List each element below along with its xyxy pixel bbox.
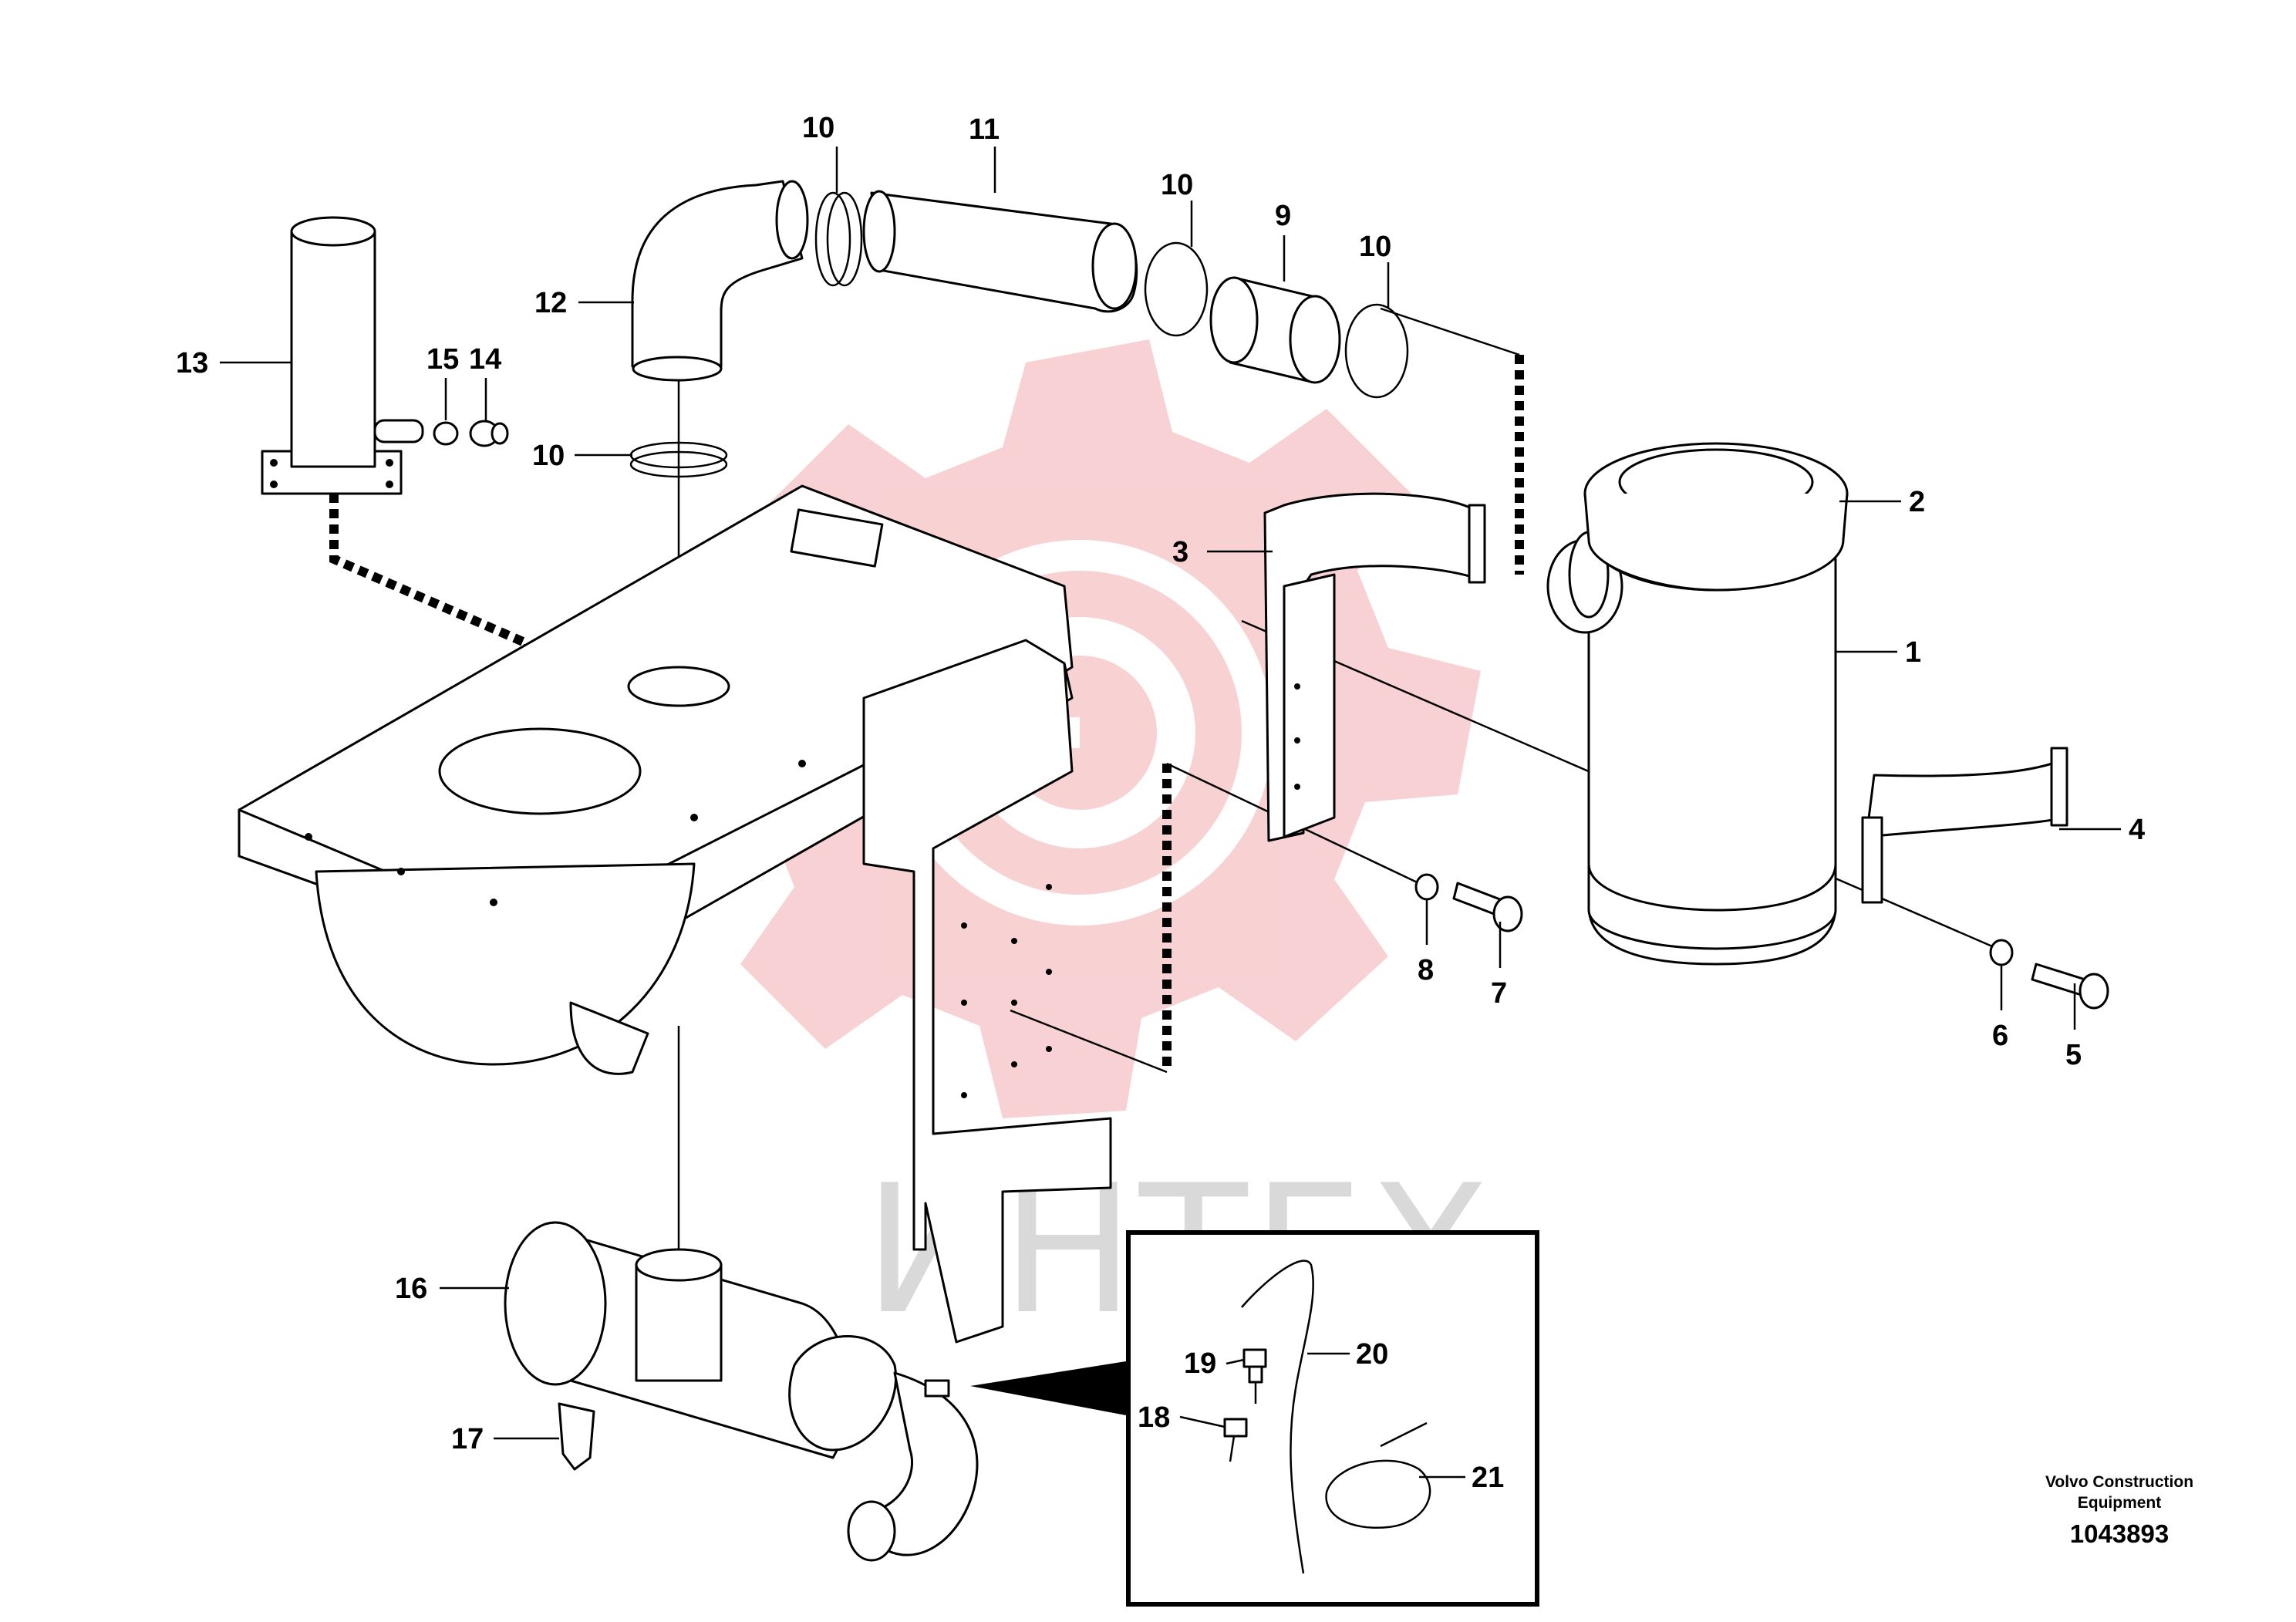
callout-11: 11 bbox=[969, 113, 1000, 146]
detail-inset bbox=[970, 1230, 1539, 1607]
callout-17: 17 bbox=[451, 1423, 484, 1455]
air-cleaner-cover-part-2 bbox=[1583, 442, 1849, 592]
dashed-connectors bbox=[329, 355, 1524, 1072]
switch-part-19 bbox=[1242, 1348, 1267, 1404]
nut-part-18 bbox=[1223, 1418, 1248, 1462]
callout-19: 19 bbox=[1184, 1347, 1216, 1380]
mounting-bracket-part-3 bbox=[1263, 492, 1486, 842]
callout-13: 13 bbox=[176, 347, 208, 379]
callout-10c: 10 bbox=[1359, 231, 1391, 263]
washer-part-6 bbox=[1989, 939, 2014, 966]
callout-15: 15 bbox=[426, 343, 459, 376]
coupling-part-9 bbox=[1209, 276, 1341, 384]
callout-10b: 10 bbox=[1161, 169, 1193, 201]
document-number: 1043893 bbox=[2070, 1519, 2169, 1548]
callout-12: 12 bbox=[534, 287, 567, 319]
hose-part-11 bbox=[862, 190, 1138, 313]
hose-clamp-parts-10 bbox=[629, 191, 1409, 478]
drain-valve-part-17 bbox=[558, 1402, 595, 1471]
callout-4: 4 bbox=[2129, 814, 2145, 846]
vertical-pipe-part-13 bbox=[261, 216, 424, 495]
fittings-parts-14-15 bbox=[433, 420, 509, 447]
prefilter-part-16 bbox=[504, 1221, 979, 1562]
leader-lines bbox=[220, 147, 2121, 1479]
callout-3: 3 bbox=[1172, 536, 1188, 568]
engine-hood-frame bbox=[238, 484, 1112, 1344]
footer: Volvo Construction Equipment 1043893 bbox=[2045, 1473, 2193, 1548]
callout-7: 7 bbox=[1491, 977, 1507, 1010]
callout-18: 18 bbox=[1138, 1401, 1170, 1434]
callout-9: 9 bbox=[1275, 200, 1291, 232]
callout-1: 1 bbox=[1905, 636, 1921, 669]
callout-20: 20 bbox=[1356, 1338, 1388, 1371]
callouts: 1 2 3 4 5 6 7 8 9 10 10 10 10 11 12 13 1… bbox=[176, 112, 2145, 1494]
bolt-part-5 bbox=[2031, 963, 2109, 1010]
callout-2: 2 bbox=[1909, 486, 1925, 518]
elbow-hose-part-12 bbox=[631, 180, 809, 382]
callout-8: 8 bbox=[1418, 954, 1434, 986]
bolt-part-7 bbox=[1452, 882, 1523, 932]
callout-16: 16 bbox=[395, 1273, 427, 1305]
band-clamp-part-4 bbox=[1861, 747, 2068, 904]
washer-part-8 bbox=[1414, 873, 1439, 901]
callout-21: 21 bbox=[1472, 1462, 1504, 1494]
callout-10a: 10 bbox=[802, 112, 834, 144]
cable-tie-part-21 bbox=[1325, 1421, 1431, 1529]
callout-6: 6 bbox=[1992, 1020, 2008, 1052]
air-cleaner-part-1 bbox=[1546, 531, 1837, 966]
brand-line-1: Volvo Construction bbox=[2045, 1473, 2193, 1491]
callout-14: 14 bbox=[469, 343, 501, 376]
callout-10d: 10 bbox=[532, 440, 565, 472]
brand-line-2: Equipment bbox=[2078, 1494, 2162, 1512]
callout-5: 5 bbox=[2065, 1039, 2082, 1071]
